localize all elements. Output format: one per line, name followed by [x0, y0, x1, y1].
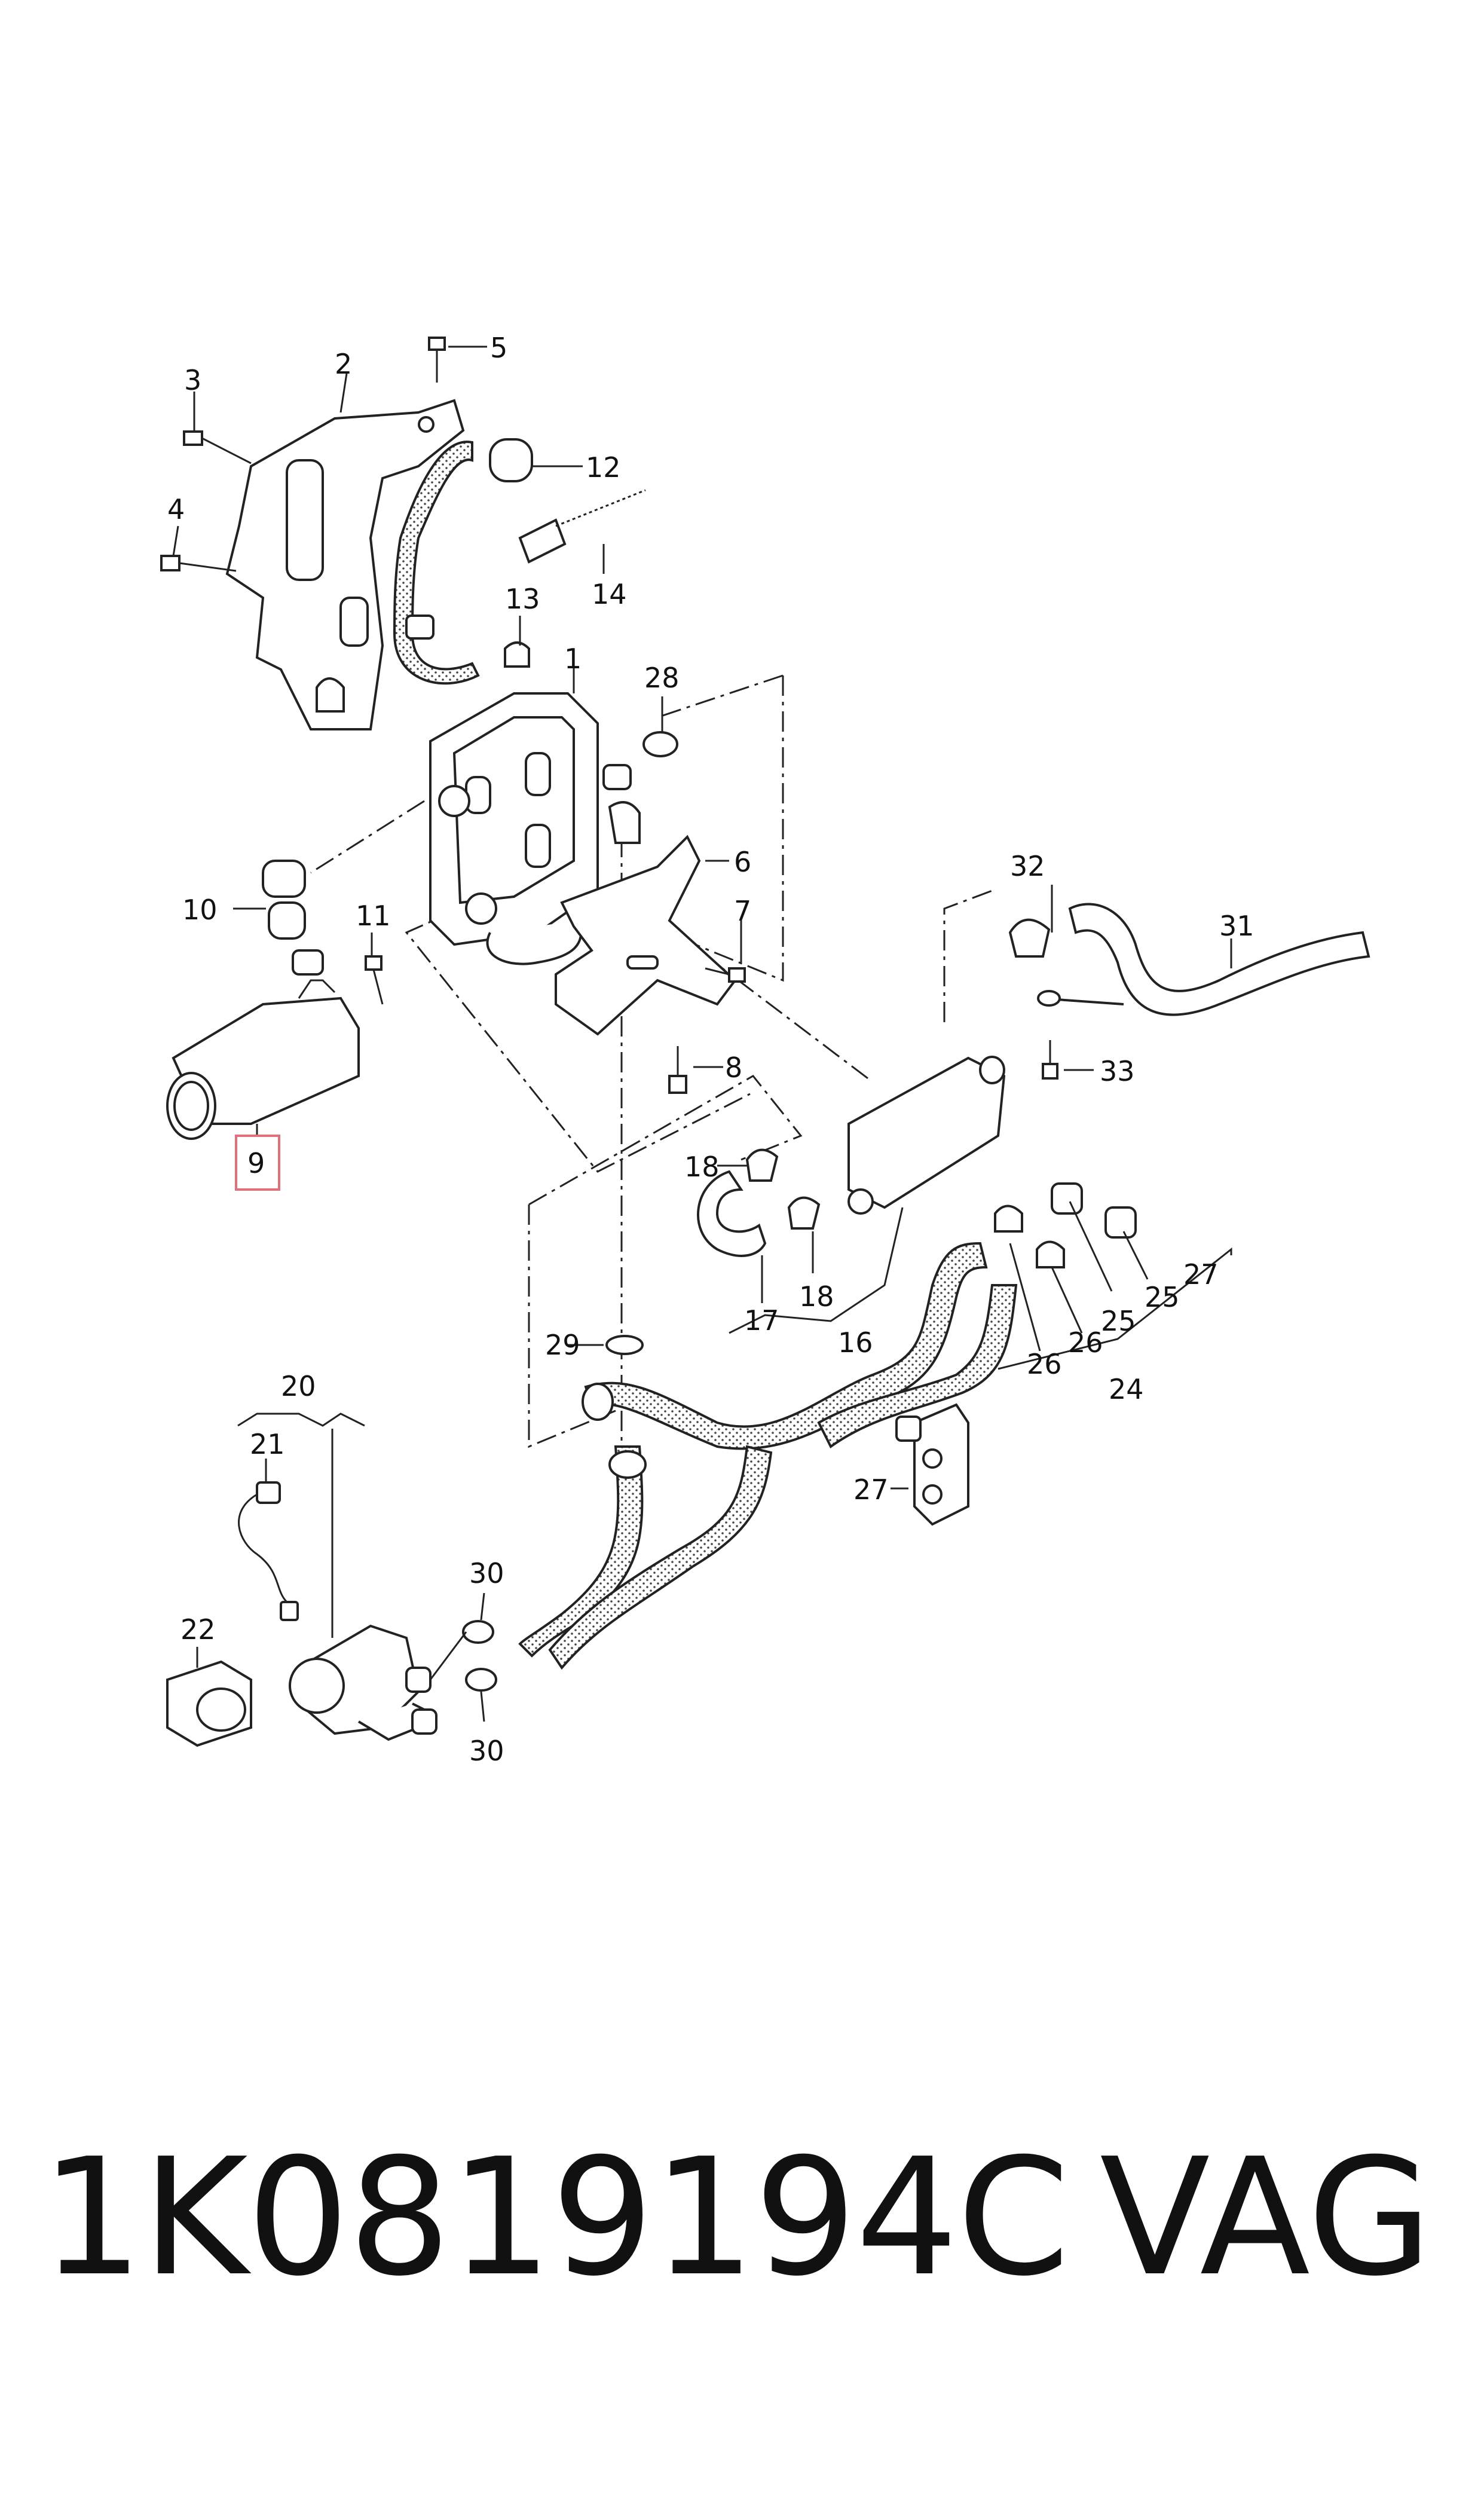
screw-part-8	[668, 1046, 687, 1094]
callout-18b: 18	[799, 1280, 834, 1313]
callout-12: 12	[586, 451, 621, 484]
callout-16: 16	[838, 1326, 873, 1359]
clamp-part-18b	[787, 1196, 821, 1230]
callout-27a: 27	[1183, 1258, 1219, 1291]
coolant-hose-part-24	[518, 1242, 1018, 1670]
callout-30a: 30	[469, 1557, 504, 1589]
clamps-part-30	[429, 1620, 497, 1692]
footer: 1K0819194C VAG	[0, 2128, 1484, 2307]
callout-33: 33	[1100, 1055, 1135, 1087]
callout-18a: 18	[684, 1151, 720, 1183]
clamp-part-29	[605, 1335, 644, 1355]
callout-26a: 26	[1027, 1348, 1062, 1380]
heater-body-part-1	[429, 692, 599, 965]
screw-part-7	[705, 967, 746, 983]
assembly-dashed-frames	[310, 674, 993, 1459]
callout-9: 9	[247, 1147, 265, 1179]
callout-1: 1	[564, 643, 582, 675]
highlight-box	[235, 1135, 280, 1191]
callout-8: 8	[725, 1051, 742, 1084]
fitting-part-10	[262, 860, 324, 976]
fittings-part-25-26	[994, 1182, 1137, 1268]
callout-26b: 26	[1068, 1326, 1103, 1359]
cover-part-22	[166, 1660, 252, 1747]
callout-14: 14	[592, 578, 627, 610]
bolt-part-4	[160, 555, 237, 572]
callout-4: 4	[167, 493, 185, 525]
callout-28: 28	[644, 662, 680, 694]
pipe-part-31	[1037, 903, 1370, 1016]
callout-21: 21	[250, 1428, 285, 1460]
valve-part-27	[895, 1403, 969, 1526]
callout-22: 22	[180, 1613, 216, 1646]
bolt-part-5	[428, 337, 446, 383]
callout-13: 13	[505, 583, 540, 615]
pump-part-20	[289, 1624, 437, 1741]
callout-32: 32	[1010, 850, 1045, 882]
callout-2: 2	[335, 348, 352, 380]
callout-3: 3	[184, 364, 201, 396]
clamp-part-18a	[745, 1148, 779, 1182]
callout-7: 7	[734, 895, 751, 927]
hose-part-12	[393, 438, 533, 685]
callout-6: 6	[734, 846, 751, 878]
bracket-part-2	[225, 399, 465, 730]
callout-29: 29	[545, 1329, 580, 1361]
bolt-part-3	[183, 430, 252, 464]
parts-exploded-diagram: 1 2 3 4 5 6 7 8 9 10 11 12 13 14 16 17 1…	[160, 332, 1370, 1767]
support-bracket-part-6	[555, 834, 737, 1036]
callout-25b: 25	[1145, 1281, 1180, 1313]
clamp-part-32	[1008, 918, 1051, 958]
callout-labels: 1 2 3 4 5 6 7 8 9 10 11 12 13 14 16 17 1…	[167, 332, 1254, 1767]
connector-part-21	[238, 1481, 299, 1621]
screw-part-33	[1042, 1040, 1058, 1080]
screw-part-11	[365, 955, 384, 1005]
clip-part-13	[504, 641, 530, 668]
callout-24: 24	[1109, 1373, 1144, 1405]
filter-part-9	[166, 979, 360, 1140]
callout-20: 20	[281, 1370, 316, 1402]
clamp-part-28	[602, 731, 678, 844]
silencer-part-16	[847, 1056, 1006, 1215]
brand-name: VAG	[1100, 2123, 1433, 2312]
callout-11: 11	[356, 900, 391, 932]
callout-5: 5	[490, 332, 507, 364]
cable-tie-part-14	[518, 489, 646, 564]
callout-27b: 27	[853, 1473, 889, 1506]
callout-17: 17	[744, 1304, 779, 1337]
callout-25a: 25	[1101, 1305, 1136, 1337]
leader-lines	[172, 346, 1232, 1722]
callout-30b: 30	[469, 1735, 504, 1767]
callout-10: 10	[182, 894, 218, 926]
callout-31: 31	[1219, 910, 1254, 942]
part-number: 1K0819194C	[41, 2123, 1070, 2312]
exhaust-hose-part-17	[697, 1170, 767, 1257]
